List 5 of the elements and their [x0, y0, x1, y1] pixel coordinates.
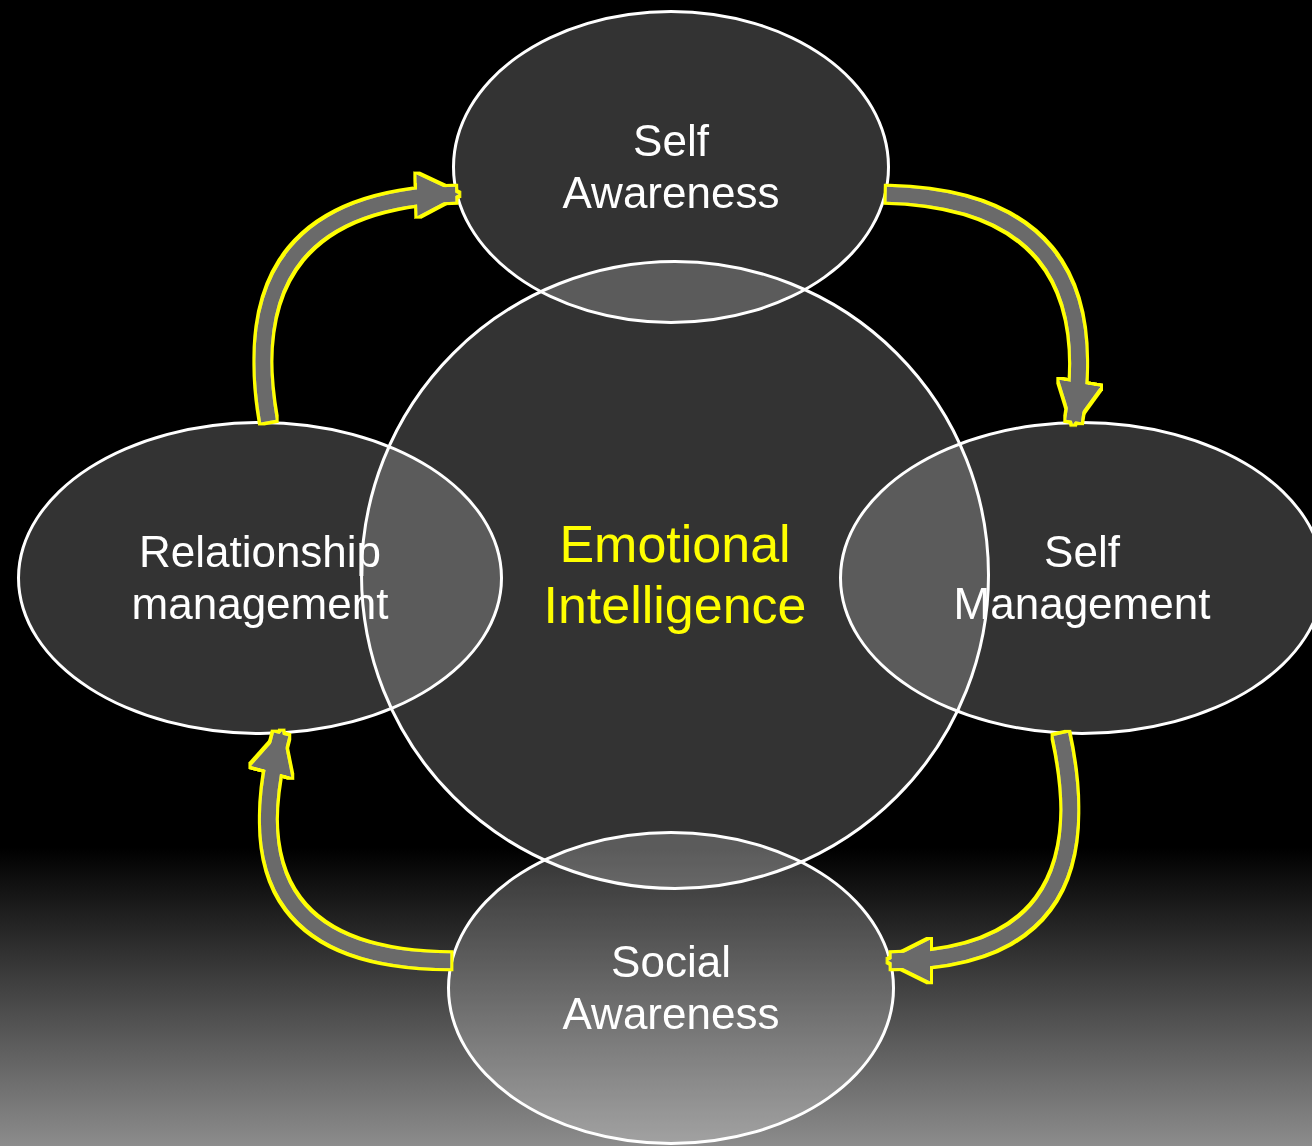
curved-arrow [255, 175, 459, 423]
node-label: Self Awareness [561, 115, 781, 219]
node-label: Social Awareness [561, 936, 781, 1040]
center-title: Emotional Intelligence [542, 513, 808, 636]
curved-arrow [888, 733, 1078, 980]
